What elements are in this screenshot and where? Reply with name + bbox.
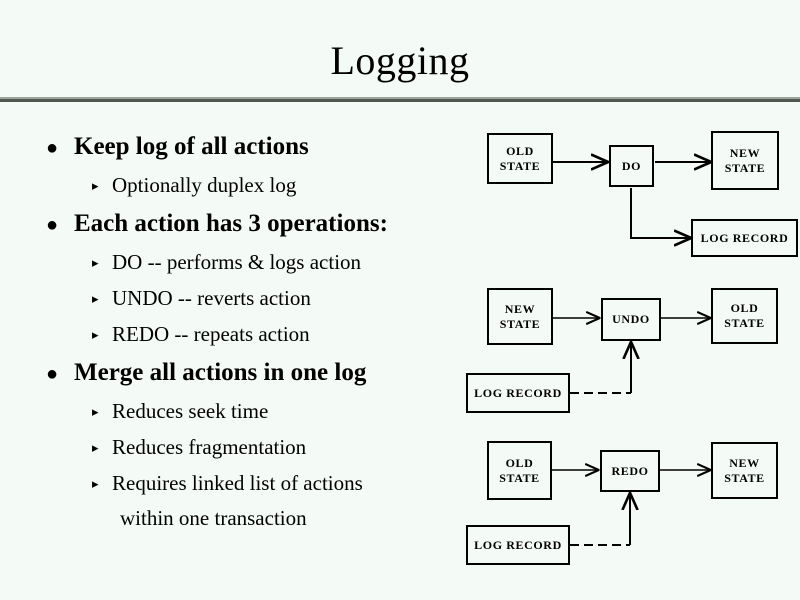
bullet-text: Merge all actions in one log <box>74 359 367 386</box>
node-line2: STATE <box>724 316 765 330</box>
divider-dark-line <box>0 99 800 102</box>
node-line1: NEW <box>729 145 761 160</box>
node-line1: LOG RECORD <box>700 230 789 245</box>
node-line2: STATE <box>499 316 541 331</box>
bullet-level2-do: ▸ DO -- performs & logs action <box>40 249 470 275</box>
bullet-level2-optionally-duplex: ▸ Optionally duplex log <box>40 172 470 198</box>
node-line1: UNDO <box>612 312 650 326</box>
node-do-row-old-state[interactable]: OLD STATE <box>487 133 553 184</box>
node-line1: NEW <box>729 455 760 470</box>
bullet-level1-each-action: ● Each action has 3 operations: <box>40 209 470 239</box>
bullet-disc-icon: ● <box>46 363 59 385</box>
bullet-text: Each action has 3 operations: <box>74 210 388 237</box>
bullet-level2-undo: ▸ UNDO -- reverts action <box>40 285 470 311</box>
bullet-triangle-icon: ▸ <box>92 404 99 419</box>
node-line1: LOG RECORD <box>474 537 562 552</box>
bullet-text: REDO -- repeats action <box>112 322 310 346</box>
bullet-text: DO -- performs & logs action <box>112 250 362 274</box>
bullet-triangle-icon: ▸ <box>92 476 99 491</box>
bullet-level2-reduces-seek-time: ▸ Reduces seek time <box>40 398 470 424</box>
bullet-level2-redo: ▸ REDO -- repeats action <box>40 321 470 347</box>
node-undo-operation[interactable]: UNDO <box>601 298 661 341</box>
node-line1: LOG RECORD <box>474 385 562 400</box>
node-redo-row-log-record[interactable]: LOG RECORD <box>466 525 570 565</box>
bullet-text: UNDO -- reverts action <box>112 286 311 310</box>
node-line2: STATE <box>724 470 765 485</box>
node-line1: DO <box>621 158 642 173</box>
node-redo-operation[interactable]: REDO <box>600 450 660 492</box>
bullet-triangle-icon: ▸ <box>92 291 99 306</box>
bullet-level1-keep-log: ● Keep log of all actions <box>40 132 470 162</box>
bullet-text: Requires linked list of actions <box>112 471 363 495</box>
bullet-list: ● Keep log of all actions ▸ Optionally d… <box>40 132 470 531</box>
node-line2: STATE <box>724 160 766 175</box>
node-undo-row-log-record[interactable]: LOG RECORD <box>466 373 570 413</box>
bullet-level2-reduces-fragmentation: ▸ Reduces fragmentation <box>40 434 470 460</box>
node-redo-row-new-state[interactable]: NEW STATE <box>711 442 778 499</box>
bullet-level1-merge-actions: ● Merge all actions in one log <box>40 358 470 388</box>
node-line1: OLD <box>730 301 759 315</box>
node-line1: OLD <box>505 455 534 470</box>
bullet-continuation-within-one-transaction: within one transaction <box>120 506 307 530</box>
bullet-text: Keep log of all actions <box>74 133 309 160</box>
bullet-disc-icon: ● <box>46 214 59 236</box>
node-redo-row-old-state[interactable]: OLD STATE <box>487 441 552 500</box>
node-line2: STATE <box>499 158 541 173</box>
bullet-level2-requires-linked-list: ▸ Requires linked list of actions <box>40 470 470 496</box>
bullet-triangle-icon: ▸ <box>92 327 99 342</box>
page-title: Logging <box>330 38 470 83</box>
arrow-do-to-log-record <box>630 188 690 238</box>
node-do-operation[interactable]: DO <box>609 145 654 187</box>
bullet-text: Optionally duplex log <box>112 173 297 197</box>
node-line1: NEW <box>504 301 536 316</box>
node-undo-row-new-state[interactable]: NEW STATE <box>487 288 553 345</box>
bullet-triangle-icon: ▸ <box>92 440 99 455</box>
node-line1: REDO <box>611 463 649 478</box>
bullet-text: Reduces seek time <box>112 399 269 423</box>
bullet-text: Reduces fragmentation <box>112 435 307 459</box>
node-line2: STATE <box>499 470 540 485</box>
title-divider <box>0 97 800 102</box>
bullet-triangle-icon: ▸ <box>92 255 99 270</box>
node-do-row-log-record[interactable]: LOG RECORD <box>691 219 798 257</box>
bullet-disc-icon: ● <box>46 137 59 159</box>
node-undo-row-old-state[interactable]: OLD STATE <box>711 288 778 344</box>
node-do-row-new-state[interactable]: NEW STATE <box>711 131 779 190</box>
divider-light-line <box>0 97 800 99</box>
node-line1: OLD <box>506 143 534 158</box>
bullet-triangle-icon: ▸ <box>92 178 99 193</box>
